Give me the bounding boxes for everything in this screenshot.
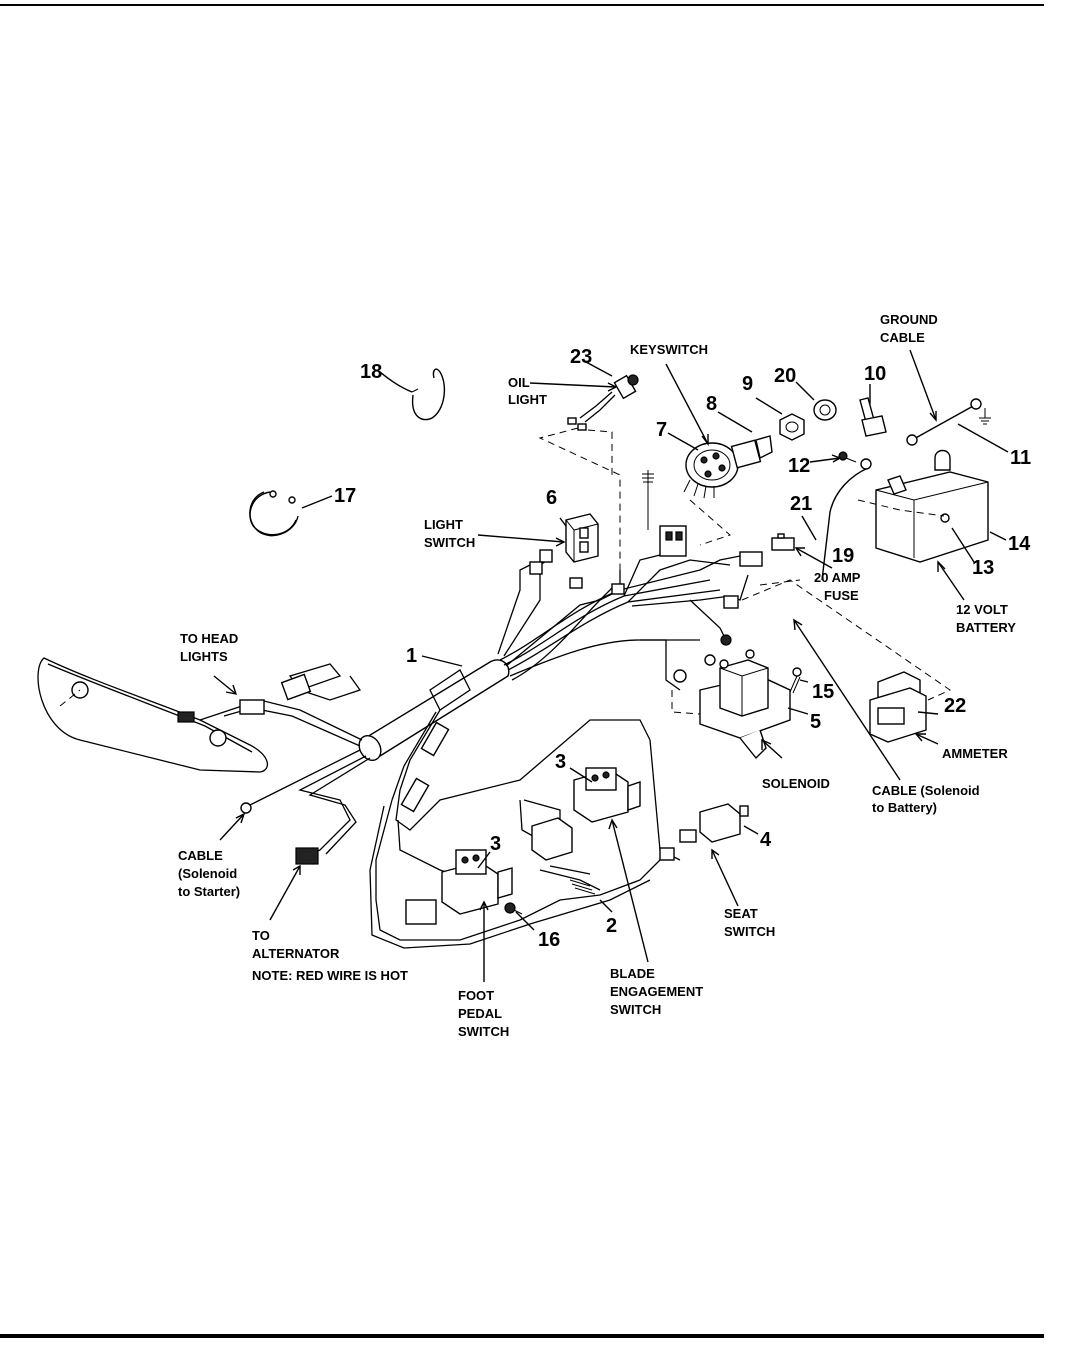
label-head-lights-2: LIGHTS bbox=[180, 649, 228, 664]
label-foot-1: FOOT bbox=[458, 988, 494, 1003]
label-foot-2: PEDAL bbox=[458, 1006, 502, 1021]
callout-11: 11 bbox=[1010, 447, 1031, 469]
label-fuse-2: FUSE bbox=[824, 588, 859, 603]
callout-3-foot: 3 bbox=[490, 833, 501, 855]
label-cable-starter-2: (Solenoid bbox=[178, 866, 237, 881]
callout-4: 4 bbox=[760, 829, 772, 851]
label-blade-3: SWITCH bbox=[610, 1002, 661, 1017]
top-rule bbox=[0, 4, 1044, 6]
callout-14: 14 bbox=[1008, 533, 1031, 555]
part-15-bolt bbox=[789, 667, 802, 694]
label-fuse-1: 20 AMP bbox=[814, 570, 861, 585]
part-4-seat-switch bbox=[659, 803, 749, 861]
callout-22: 22 bbox=[944, 695, 966, 717]
label-ground-cable-1: GROUND bbox=[880, 312, 938, 327]
callout-23: 23 bbox=[570, 346, 592, 368]
label-ground-cable-2: CABLE bbox=[880, 330, 925, 345]
label-light-switch-1: LIGHT bbox=[424, 517, 463, 532]
part-10-key bbox=[859, 397, 887, 437]
part-9-nut bbox=[779, 413, 805, 441]
callout-21: 21 bbox=[790, 493, 812, 515]
label-alternator-2: ALTERNATOR bbox=[252, 946, 340, 961]
part-5-solenoid bbox=[699, 649, 791, 760]
callout-6: 6 bbox=[546, 487, 557, 509]
callout-10: 10 bbox=[864, 363, 886, 385]
label-oil-light-2: LIGHT bbox=[508, 392, 547, 407]
label-battery-1: 12 VOLT bbox=[956, 602, 1008, 617]
label-cable-battery-2: to Battery) bbox=[872, 800, 937, 815]
label-seat-switch-1: SEAT bbox=[724, 906, 758, 921]
part-21-fuse bbox=[771, 533, 795, 551]
label-cable-starter-1: CABLE bbox=[178, 848, 223, 863]
part-3-blade-switch bbox=[531, 767, 641, 861]
part-3-foot-switch bbox=[441, 849, 513, 915]
callout-9: 9 bbox=[742, 373, 753, 395]
callout-12: 12 bbox=[788, 455, 810, 477]
part-11-ground-cable bbox=[906, 398, 991, 446]
callout-18: 18 bbox=[360, 361, 382, 383]
callout-20: 20 bbox=[774, 365, 796, 387]
callout-8: 8 bbox=[706, 393, 717, 415]
part-14-battery bbox=[875, 449, 989, 563]
part-6-light-switch bbox=[565, 513, 599, 563]
label-head-lights-1: TO HEAD bbox=[180, 631, 238, 646]
label-cable-battery-1: CABLE (Solenoid bbox=[872, 783, 980, 798]
part-16-screw bbox=[504, 902, 523, 915]
dashed-leaders bbox=[538, 427, 952, 715]
head-lights-branch bbox=[37, 657, 363, 773]
part-20-washer bbox=[813, 399, 837, 421]
callout-7: 7 bbox=[656, 419, 667, 441]
keyswitch-connector bbox=[642, 470, 687, 557]
callout-17: 17 bbox=[334, 485, 356, 507]
label-note: NOTE: RED WIRE IS HOT bbox=[252, 968, 408, 983]
part-2-sub-harness bbox=[369, 669, 681, 949]
label-blade-2: ENGAGEMENT bbox=[610, 984, 703, 999]
callout-5: 5 bbox=[810, 711, 821, 733]
callout-2: 2 bbox=[606, 915, 617, 937]
callout-numbers: 18 17 23 7 8 9 20 10 11 12 14 13 21 19 6… bbox=[334, 346, 1031, 951]
label-keyswitch: KEYSWITCH bbox=[630, 342, 708, 357]
label-solenoid: SOLENOID bbox=[762, 776, 830, 791]
callout-19: 19 bbox=[832, 545, 854, 567]
label-alternator-1: TO bbox=[252, 928, 270, 943]
label-battery-2: BATTERY bbox=[956, 620, 1016, 635]
part-17-clamp bbox=[249, 490, 299, 537]
part-12-screw bbox=[838, 451, 857, 463]
part-23-oil-light bbox=[567, 374, 639, 431]
text-labels: GROUND CABLE KEYSWITCH OIL LIGHT LIGHT S… bbox=[178, 312, 1016, 1039]
bottom-rule bbox=[0, 1334, 1044, 1338]
part-19-cable bbox=[821, 458, 872, 581]
label-seat-switch-2: SWITCH bbox=[724, 924, 775, 939]
callout-16: 16 bbox=[538, 929, 560, 951]
part-7-keyswitch bbox=[683, 435, 773, 499]
starter-alternator-branch bbox=[240, 749, 371, 865]
callout-13: 13 bbox=[972, 557, 994, 579]
part-22-ammeter bbox=[869, 671, 927, 743]
callout-15: 15 bbox=[812, 681, 834, 703]
callout-1: 1 bbox=[406, 645, 417, 667]
part-18-wire-loop bbox=[411, 368, 446, 421]
callout-3-blade: 3 bbox=[555, 751, 566, 773]
label-ammeter: AMMETER bbox=[942, 746, 1008, 761]
label-blade-1: BLADE bbox=[610, 966, 655, 981]
label-cable-starter-3: to Starter) bbox=[178, 884, 240, 899]
label-oil-light-1: OIL bbox=[508, 375, 530, 390]
label-light-switch-2: SWITCH bbox=[424, 535, 475, 550]
label-foot-3: SWITCH bbox=[458, 1024, 509, 1039]
callout-leaders bbox=[213, 349, 1009, 982]
part-1-main-harness bbox=[358, 549, 763, 762]
